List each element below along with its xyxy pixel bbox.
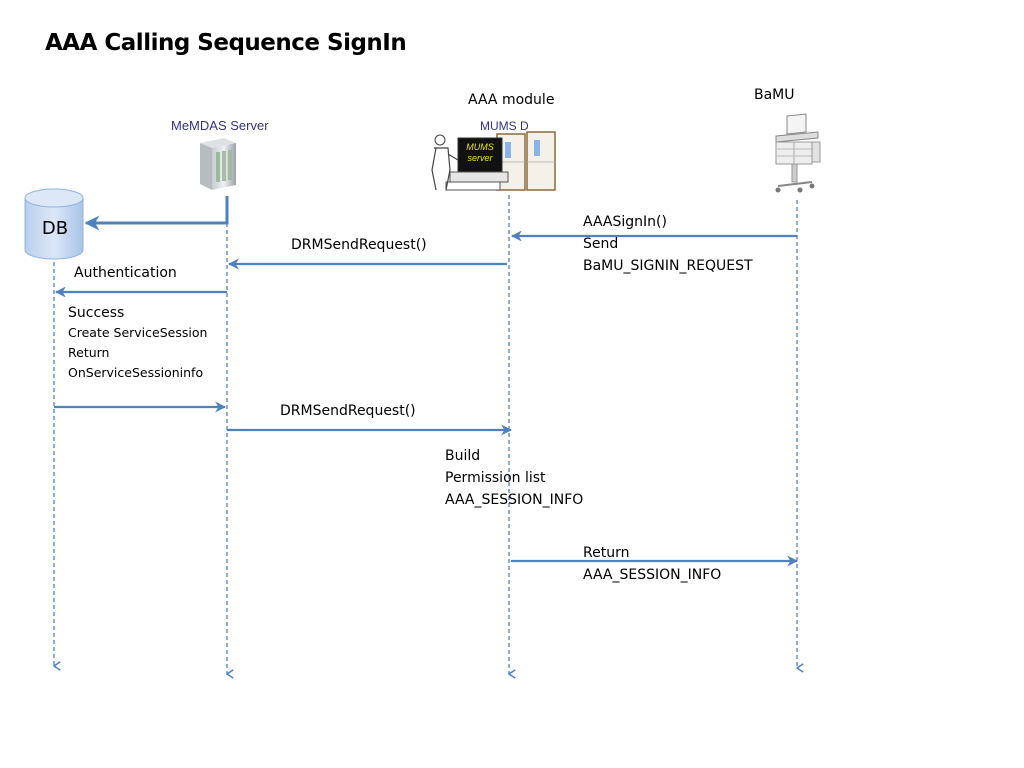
medical-cart-icon	[775, 113, 821, 193]
mums-screen-line2: server	[467, 153, 493, 163]
message-line: AAA_SESSION_INFO	[445, 492, 584, 508]
message-line: BaMU_SIGNIN_REQUEST	[583, 258, 753, 274]
message-label-aaasignin: AAASignIn() Send BaMU_SIGNIN_REQUEST	[583, 211, 753, 277]
message-line: Build	[445, 448, 481, 464]
message-label-drm-1: DRMSendRequest()	[291, 237, 427, 253]
message-label-success-details: Create ServiceSession Return OnServiceSe…	[68, 323, 207, 383]
actor-bamu-label: BaMU	[754, 87, 795, 103]
actor-db-label: DB	[41, 218, 69, 239]
diagram-title: AAA Calling Sequence SignIn	[45, 30, 407, 56]
message-label-authentication: Authentication	[74, 265, 177, 281]
message-line: Success	[68, 305, 125, 321]
message-line: OnServiceSessioninfo	[68, 365, 204, 380]
actor-aaa-label: AAA module	[468, 92, 555, 108]
message-line: Send	[583, 236, 619, 252]
actor-aaa-sublabel: MUMS D	[480, 119, 529, 133]
message-label-return: Return AAA_SESSION_INFO	[583, 542, 721, 586]
actor-server-label: MeMDAS Server	[171, 118, 269, 133]
message-label-drm-2: DRMSendRequest()	[280, 403, 416, 419]
message-line: Return	[583, 545, 630, 561]
mums-screen-line1: MUMS	[466, 142, 494, 152]
message-line: Create ServiceSession	[68, 325, 208, 340]
message-line: Return	[68, 345, 110, 360]
message-line: AAA_SESSION_INFO	[583, 567, 722, 583]
arrow-server-to-db	[84, 196, 229, 231]
database-icon	[24, 188, 84, 260]
server-tower-icon	[200, 138, 236, 190]
note-build-permission: Build Permission list AAA_SESSION_INFO	[445, 445, 583, 511]
message-label-success: Success	[68, 302, 124, 324]
mums-server-icon	[431, 131, 556, 191]
message-line: Permission list	[445, 470, 546, 486]
message-line: AAASignIn()	[583, 214, 667, 230]
